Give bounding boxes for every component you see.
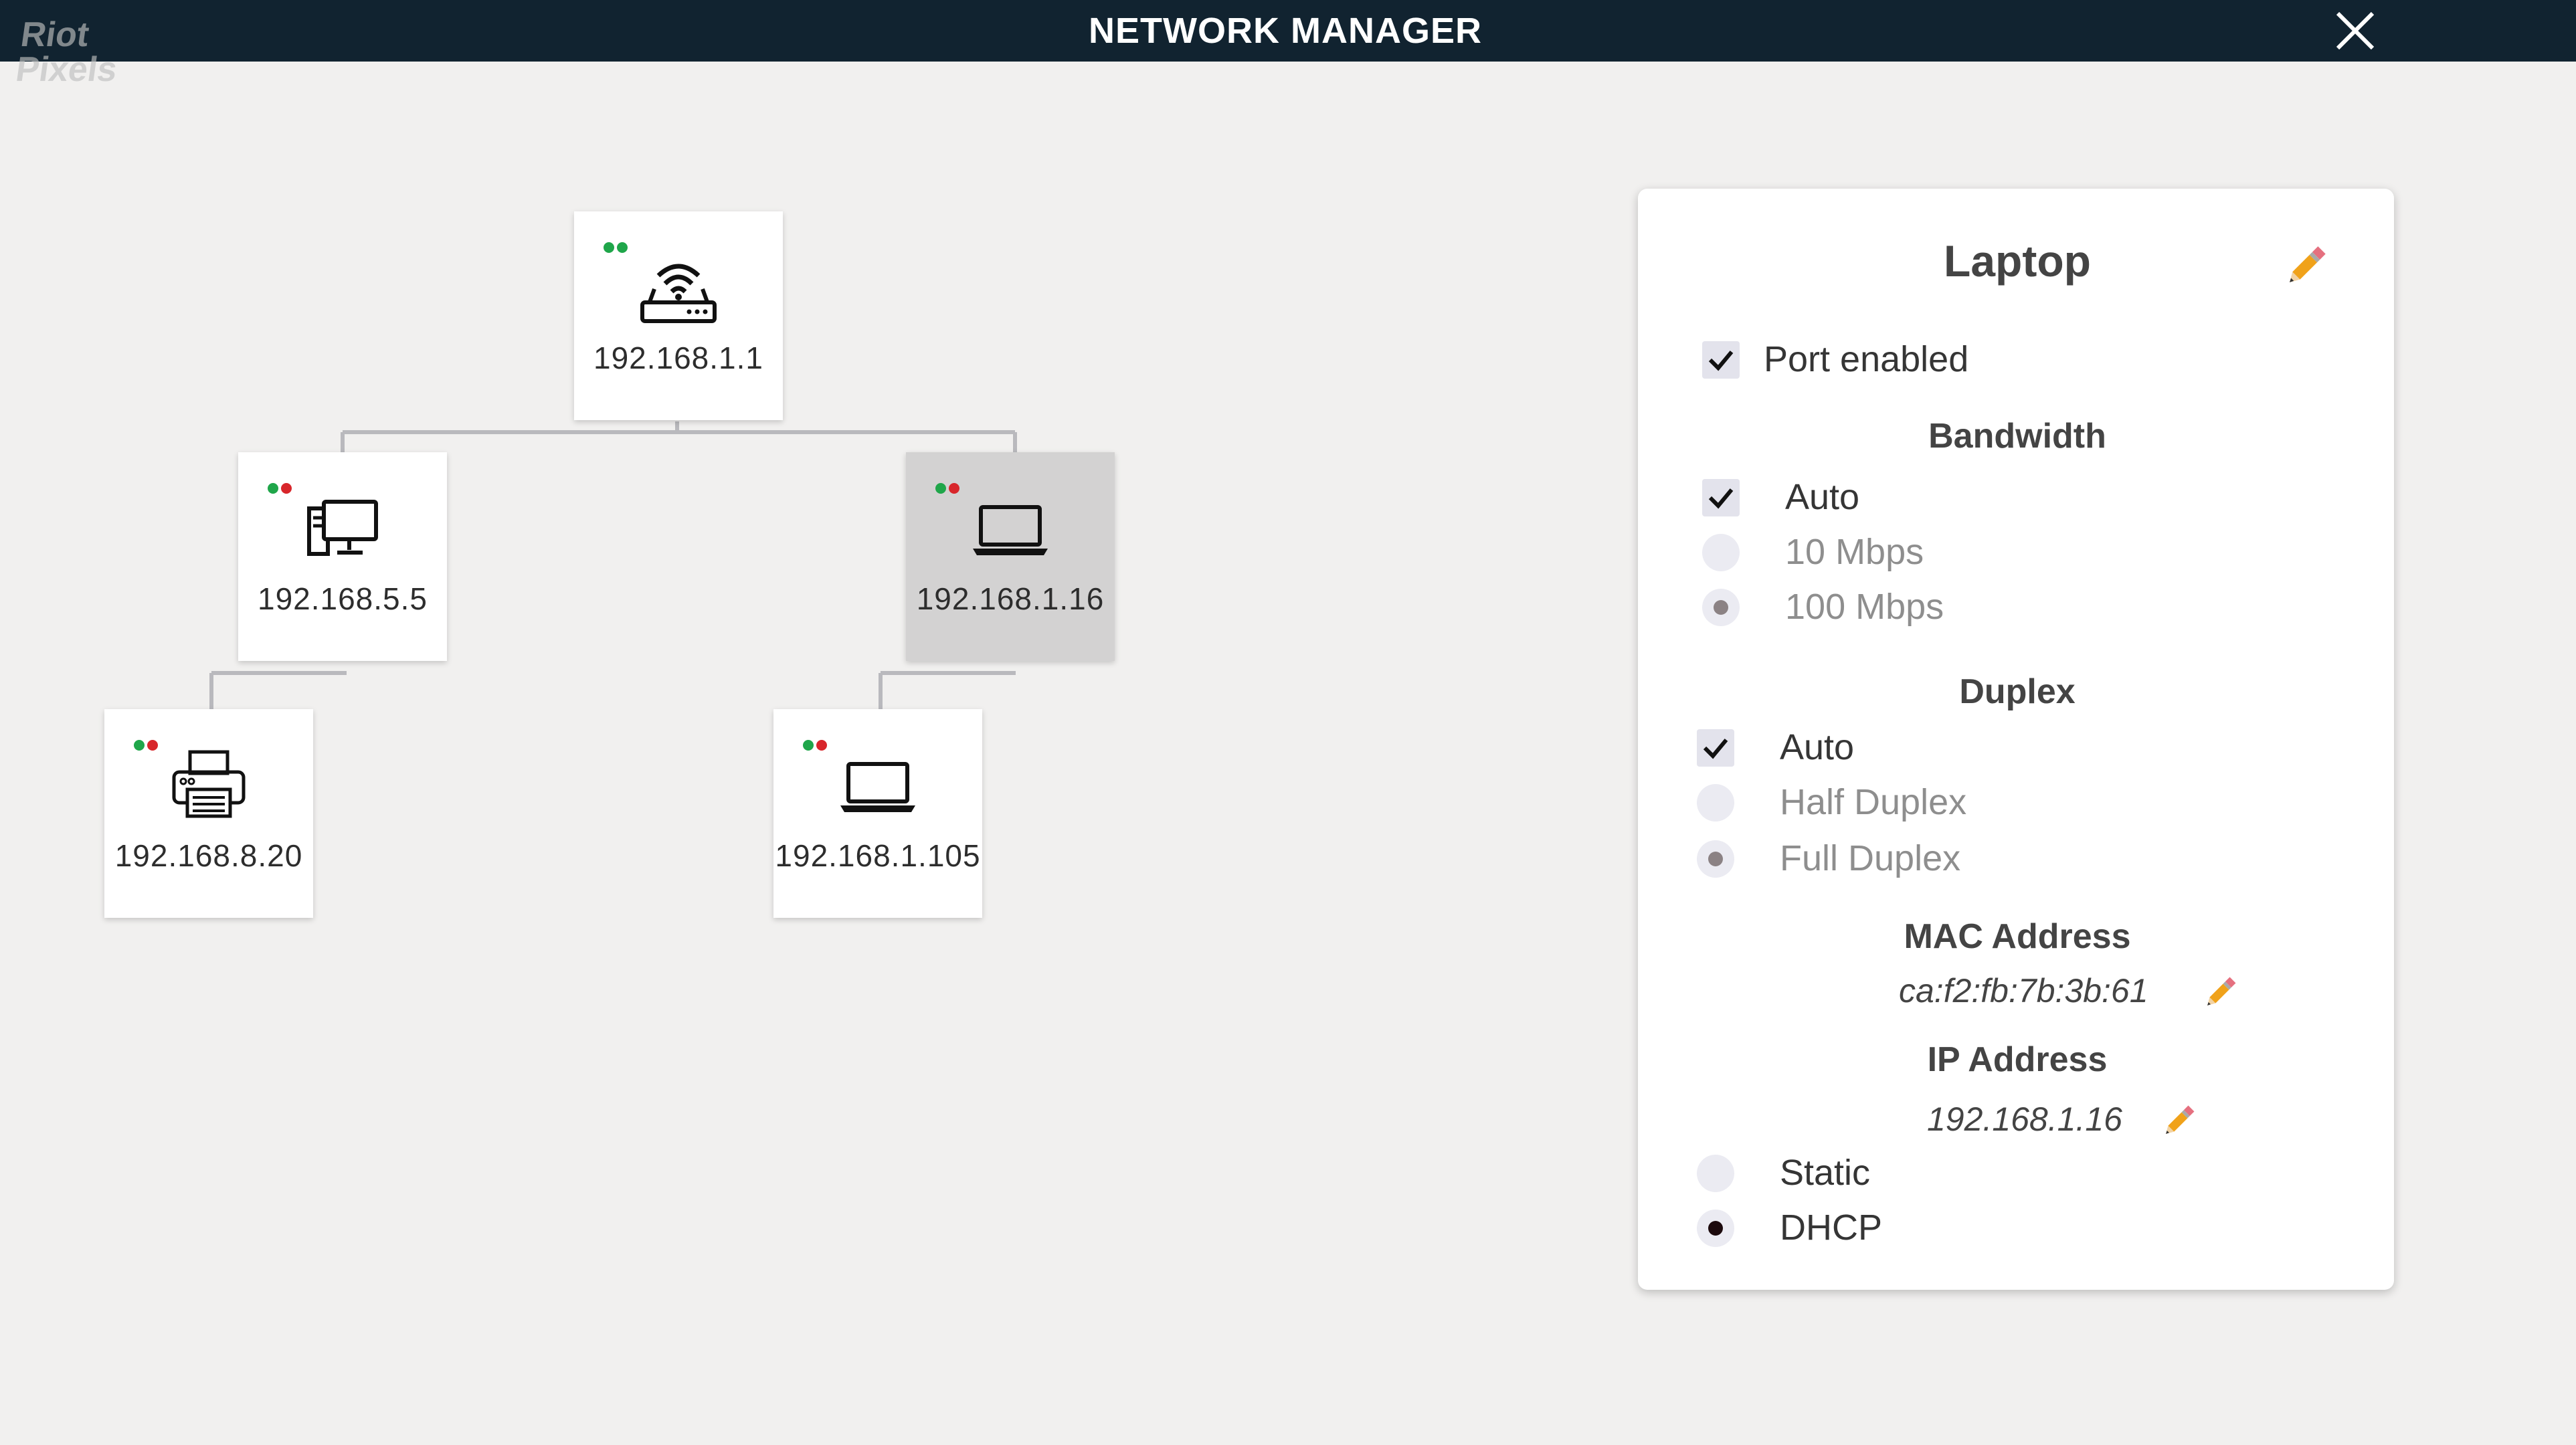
router-icon — [640, 264, 717, 323]
radio-dot — [1708, 852, 1723, 866]
device-node-desktop[interactable]: 192.168.5.5 — [238, 452, 447, 661]
window-title: NETWORK MANAGER — [1089, 11, 1482, 51]
bandwidth-100mbps-label: 100 Mbps — [1785, 587, 1944, 627]
device-ip: 192.168.1.16 — [916, 581, 1105, 616]
status-led-green — [617, 242, 628, 253]
port-enabled-label: Port enabled — [1764, 339, 1969, 379]
edit-name-pencil-icon[interactable] — [2280, 241, 2331, 292]
status-leds — [268, 483, 294, 497]
duplex-auto-label: Auto — [1780, 727, 1855, 767]
radio-circle — [1697, 1210, 1734, 1247]
duplex-full-label: Full Duplex — [1780, 838, 1961, 878]
device-node-printer[interactable]: 192.168.8.20 — [104, 709, 313, 918]
device-details-panel: Laptop Port enabled Bandwidth Auto 10 Mb… — [1638, 189, 2394, 1290]
desktop-icon — [307, 500, 378, 556]
title-bar: NETWORK MANAGER — [0, 0, 2576, 62]
device-node-laptop-selected[interactable]: 192.168.1.16 — [906, 452, 1115, 661]
radio-dot — [1714, 600, 1728, 615]
duplex-half-label: Half Duplex — [1780, 782, 1967, 822]
status-leds — [134, 740, 161, 754]
device-ip: 192.168.8.20 — [114, 838, 303, 873]
status-led-red — [147, 740, 158, 751]
status-leds — [935, 483, 962, 497]
status-led-green — [134, 740, 145, 751]
checkmark-icon — [1708, 351, 1734, 371]
close-button[interactable] — [2334, 9, 2377, 52]
radio-circle — [1697, 840, 1734, 878]
ip-dhcp-label: DHCP — [1780, 1208, 1883, 1248]
close-icon — [2336, 11, 2375, 50]
edit-mac-pencil-icon[interactable] — [2200, 973, 2240, 1013]
checkmark-icon — [1703, 739, 1728, 759]
ip-static-label: Static — [1780, 1153, 1871, 1193]
device-node-laptop-2[interactable]: 192.168.1.105 — [773, 709, 982, 918]
device-node-router[interactable]: 192.168.1.1 — [574, 211, 783, 420]
status-led-red — [949, 483, 959, 494]
device-ip: 192.168.5.5 — [257, 581, 428, 616]
checkmark-icon — [1708, 488, 1734, 509]
checkbox-box — [1702, 341, 1740, 379]
checkbox-box — [1702, 479, 1740, 516]
edit-ip-pencil-icon[interactable] — [2158, 1101, 2199, 1141]
status-leds — [803, 740, 830, 754]
duplex-heading: Duplex — [1959, 672, 2076, 711]
status-led-red — [281, 483, 292, 494]
radio-circle — [1702, 534, 1740, 571]
radio-circle — [1697, 784, 1734, 822]
checkbox-box — [1697, 729, 1734, 767]
radio-dot — [1708, 1221, 1723, 1236]
bandwidth-heading: Bandwidth — [1928, 417, 2106, 456]
network-connectors — [209, 421, 1017, 709]
device-ip: 192.168.1.1 — [593, 341, 763, 375]
printer-icon — [172, 750, 246, 818]
bandwidth-10mbps-label: 10 Mbps — [1785, 532, 1924, 572]
status-led-green — [935, 483, 946, 494]
laptop-icon — [840, 762, 915, 812]
mac-address-heading: MAC Address — [1904, 917, 2131, 956]
bandwidth-auto-label: Auto — [1785, 477, 1860, 517]
status-led-green — [268, 483, 278, 494]
radio-circle — [1702, 589, 1740, 626]
laptop-icon — [973, 505, 1048, 555]
status-led-green — [604, 242, 614, 253]
ip-address-heading: IP Address — [1927, 1040, 2108, 1079]
mac-address-value: ca:f2:fb:7b:3b:61 — [1899, 972, 2148, 1009]
status-led-red — [816, 740, 827, 751]
panel-title: Laptop — [1944, 236, 2091, 286]
ip-address-value: 192.168.1.16 — [1927, 1100, 2122, 1138]
status-led-green — [803, 740, 814, 751]
device-ip: 192.168.1.105 — [775, 838, 981, 873]
status-leds — [604, 242, 630, 256]
radio-circle — [1697, 1155, 1734, 1192]
